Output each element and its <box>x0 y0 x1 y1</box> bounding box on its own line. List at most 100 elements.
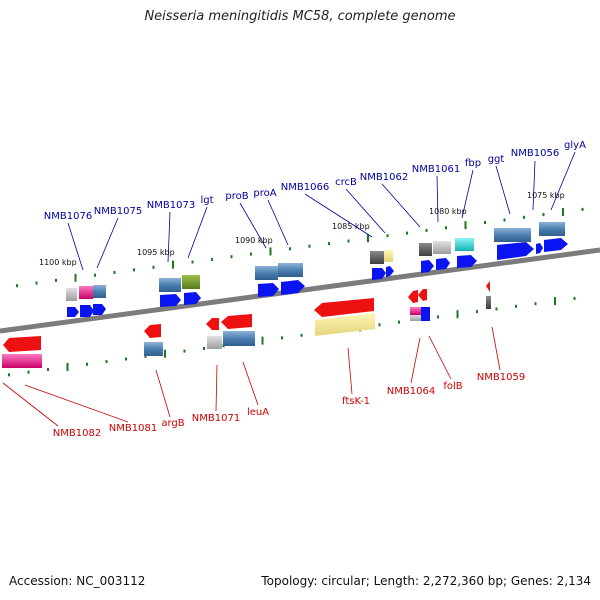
gene-arrow <box>372 268 386 280</box>
ruler-tick <box>230 255 233 259</box>
gene-arrow <box>258 283 279 297</box>
gene-arrow <box>421 260 434 273</box>
gene-block <box>144 342 163 356</box>
top-gene-arrows <box>67 238 568 317</box>
gene-arrow <box>544 238 568 252</box>
ruler-tick <box>523 215 525 219</box>
gene-label: NMB1066 <box>281 182 329 193</box>
gene-arrow <box>67 307 79 317</box>
gene-arrow <box>160 294 181 307</box>
gene-block <box>370 251 384 264</box>
ruler-labels: 1100 kbp 1095 kbp 1090 kbp 1085 kbp 1080… <box>39 191 565 267</box>
ruler-tick <box>152 265 155 269</box>
gene-arrow <box>184 292 201 305</box>
ruler-tick <box>144 354 147 358</box>
ruler-tick <box>484 221 486 224</box>
gene-block <box>384 250 393 262</box>
top-gene-labels: NMB1076 NMB1075 NMB1073 lgt proB proA NM… <box>44 140 586 222</box>
gene-label: NMB1075 <box>94 206 142 217</box>
ruler-tick <box>503 218 506 222</box>
gene-block <box>278 263 303 277</box>
ruler-tick <box>347 239 350 243</box>
gene-block <box>433 241 451 254</box>
gene-block <box>494 228 531 242</box>
gene-block <box>159 278 181 292</box>
gene-label: crcB <box>335 177 357 188</box>
ruler-tick <box>495 307 498 311</box>
ruler-tick <box>269 247 272 256</box>
gene-label: NMB1059 <box>477 372 525 383</box>
ruler-tick <box>113 271 116 274</box>
ruler-tick <box>27 370 30 374</box>
ruler-tick <box>581 207 584 211</box>
ruler-tick <box>172 260 174 269</box>
gene-label: leuA <box>247 407 269 418</box>
top-connectors <box>67 151 576 271</box>
gene-label: folB <box>443 381 462 392</box>
gene-arrow <box>408 290 418 303</box>
ruler-tick <box>437 315 439 319</box>
gene-label: glyA <box>564 140 586 151</box>
ruler-tick <box>74 273 77 282</box>
gene-block <box>539 222 565 236</box>
accession-text: Accession: NC_003112 <box>9 574 146 588</box>
bottom-connectors <box>2 326 501 427</box>
gene-label: NMB1071 <box>192 413 240 424</box>
ruler-tick <box>183 349 186 353</box>
gene-block <box>79 286 93 299</box>
gene-arrow <box>144 324 161 338</box>
gene-arrow <box>221 314 252 329</box>
gene-block <box>455 238 474 251</box>
ruler-tick <box>125 357 127 361</box>
page-title: Neisseria meningitidis MC58, complete ge… <box>144 9 456 24</box>
ruler-tick <box>386 234 389 238</box>
topology-text: Topology: circular; Length: 2,272,360 bp… <box>261 574 591 588</box>
gene-label: NMB1082 <box>53 428 101 439</box>
ruler-tick <box>308 244 311 248</box>
ruler-tick <box>464 221 467 230</box>
ruler-tick <box>47 368 49 371</box>
gene-label: proB <box>225 191 248 202</box>
ruler-tick <box>191 260 194 264</box>
gene-label: NMB1081 <box>109 423 157 434</box>
gene-block <box>93 285 106 298</box>
ruler-tick <box>105 360 108 364</box>
ruler-tick <box>66 362 69 371</box>
gene-label: proA <box>253 188 276 199</box>
ruler-tick <box>378 323 381 327</box>
ruler-tick <box>456 310 459 319</box>
ruler-tick <box>133 268 135 272</box>
ruler-tick <box>300 333 303 337</box>
bottom-gene-arrows <box>3 281 490 352</box>
gene-label: fbp <box>465 158 481 169</box>
bottom-gene-labels: NMB1082 NMB1081 argB NMB1071 leuA ftsK-1… <box>53 372 525 439</box>
gene-block <box>207 336 222 349</box>
ruler-tick <box>534 302 537 306</box>
gene-block <box>315 313 375 336</box>
gene-block <box>182 275 200 289</box>
ruler-label: 1095 kbp <box>137 248 175 257</box>
gene-label: NMB1056 <box>511 148 559 159</box>
gene-arrow <box>206 318 219 330</box>
gene-label: ggt <box>488 154 505 165</box>
ruler-label: 1100 kbp <box>39 258 77 267</box>
gene-label: argB <box>161 418 184 429</box>
ruler-tick <box>562 208 564 216</box>
ruler-tick <box>476 310 478 314</box>
gene-block <box>66 288 77 301</box>
gene-arrow <box>418 289 427 301</box>
ruler-tick <box>94 273 96 277</box>
gene-arrow <box>497 242 534 260</box>
ruler-tick <box>445 226 447 230</box>
gene-label: NMB1073 <box>147 200 195 211</box>
gene-arrow <box>457 255 477 268</box>
gene-block <box>255 266 278 280</box>
gene-block <box>2 354 42 368</box>
gene-label: NMB1062 <box>360 172 408 183</box>
ruler-label: 1080 kbp <box>429 207 467 216</box>
ruler-tick <box>86 362 88 366</box>
ruler-tick <box>35 281 38 285</box>
ruler-tick <box>55 278 57 282</box>
ruler-tick <box>573 296 576 300</box>
